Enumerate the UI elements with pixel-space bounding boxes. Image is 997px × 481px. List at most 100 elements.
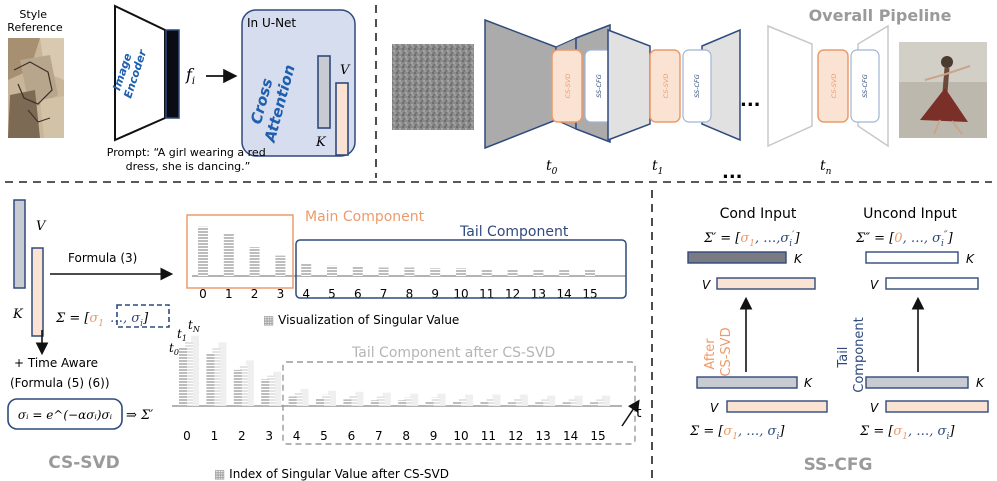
chart1-tick-8: 8 (406, 287, 414, 301)
tail-component-box (295, 239, 627, 299)
chart2-bar-t1-1 (212, 348, 221, 406)
chart1-bar-5 (327, 265, 337, 276)
chart2-bar-t0-0 (179, 347, 187, 406)
chart2-bar-tN-12 (519, 394, 528, 406)
tn-label: tn (820, 158, 832, 177)
cond-k-bottom-label: K (804, 376, 813, 390)
tail-component-label: Tail Component (459, 224, 569, 240)
chart2-tick-5: 5 (320, 429, 328, 443)
cond-sigma: Σ′ = [σ1, …,σi′] (703, 230, 800, 249)
cs-tail-dashed-box (116, 304, 170, 328)
noise-image (392, 44, 474, 130)
uncond-v-top (885, 277, 979, 290)
chart2-bar-t0-13 (535, 402, 544, 406)
uncond-v-bottom-label: V (870, 401, 879, 415)
cs-v-label: V (36, 219, 47, 234)
chart2-tick-13: 13 (536, 429, 551, 443)
chart1-tick-10: 10 (453, 287, 468, 301)
chart2-bar-tN-6 (355, 391, 364, 406)
chart2-bar-t0-5 (316, 398, 324, 406)
uncond-sigma: Σ″ = [0, …, σi″] (855, 230, 954, 249)
chart1-bar-1 (223, 233, 234, 276)
cs-k-vector (13, 199, 26, 289)
chart2-bar-tN-0 (191, 335, 199, 406)
time-arrow (621, 399, 640, 427)
uncond-k-bottom (865, 376, 969, 389)
chart2-bar-t1-11 (486, 398, 495, 406)
unet-step-1: CS-SVD SS-CFG (484, 18, 614, 150)
k-vector (317, 55, 331, 129)
image-encoder: Image Encoder (110, 4, 166, 142)
chart1-tick-0: 0 (199, 287, 207, 301)
formula3-label: Formula (3) (68, 251, 137, 265)
chart2-bar-t1-6 (349, 395, 358, 406)
v-label: V (340, 63, 351, 78)
chart1-tick-4: 4 (302, 287, 310, 301)
chart2-bar-tN-2 (245, 360, 254, 406)
chart2-tick-8: 8 (402, 429, 410, 443)
chart2-bar-t1-8 (404, 397, 413, 406)
cond-k-top (687, 251, 787, 264)
k-label: K (315, 135, 327, 150)
cs-sigma-equation: Σ = [σ1…, σi] (55, 311, 149, 329)
chart1-tick-11: 11 (479, 287, 494, 301)
uncond-input-title: Uncond Input (863, 206, 957, 222)
chart1-tick-5: 5 (328, 287, 336, 301)
chart2-bar-t1-4 (294, 392, 303, 406)
chart1-bar-13 (533, 270, 544, 276)
ss-cfg-label-n: SS-CFG (861, 74, 869, 98)
cs-svd-label-2: CS-SVD (662, 74, 670, 99)
cs-k-label: K (12, 307, 24, 322)
chart1-bar-8 (404, 267, 415, 276)
main-component-label: Main Component (305, 209, 425, 225)
chart1-bar-9 (430, 268, 441, 276)
uncond-k-top-label: K (966, 252, 975, 266)
feature-label: fi (185, 65, 195, 87)
chart1-bar-7 (378, 267, 389, 276)
unet-title: In U-Net (247, 16, 296, 30)
chart2-bar-t0-15 (590, 402, 598, 406)
chart2-bar-t0-7 (370, 400, 379, 406)
uncond-k-bottom-label: K (976, 376, 985, 390)
chart2-tick-9: 9 (430, 429, 438, 443)
chart1-tick-13: 13 (531, 287, 546, 301)
chart2-tick-15: 15 (590, 429, 605, 443)
chart2-bar-t1-3 (267, 375, 276, 406)
cond-bottom-sigma: Σ = [σ1, …, σi] (689, 424, 785, 442)
chart2-bar-tN-3 (273, 371, 282, 406)
tN-chart-label: tN (188, 318, 201, 334)
ss-cfg-title: SS-CFG (804, 455, 873, 475)
chart2-bar-t0-14 (562, 402, 571, 406)
feature-vector (165, 29, 180, 119)
chart1-tick-3: 3 (277, 287, 285, 301)
cs-v-vector (31, 247, 44, 337)
chart1-tick-6: 6 (354, 287, 362, 301)
main-component-box (186, 214, 294, 289)
chart2-bar-tN-14 (574, 395, 583, 406)
cs-svd-title: CS-SVD (48, 453, 120, 473)
chart2-bar-t0-6 (343, 399, 352, 406)
formula-box-text: σᵢ = e^(−ασᵢ)σᵢ (18, 408, 113, 422)
chart1-tick-9: 9 (431, 287, 439, 301)
chart2-bar-t1-9 (431, 397, 440, 406)
chart1-bar-3 (275, 255, 286, 276)
pipeline-title: Overall Pipeline (809, 6, 952, 25)
formula-box (7, 398, 123, 430)
chart2-bar-t1-10 (459, 398, 467, 406)
chart2-tick-7: 7 (375, 429, 383, 443)
chart2-tick-14: 14 (563, 429, 578, 443)
chart2-tick-12: 12 (508, 429, 523, 443)
chart2-bar-t1-5 (322, 394, 330, 406)
cs-svd-block-1 (551, 49, 583, 123)
chart2-bar-t1-2 (239, 365, 248, 406)
cond-k-bottom (696, 376, 798, 389)
pipeline-ellipsis: ... (740, 90, 761, 111)
chart2-tick-6: 6 (348, 429, 356, 443)
chart2-tick-1: 1 (211, 429, 219, 443)
chart1-bar-15 (585, 270, 595, 276)
cond-k-top-label: K (794, 252, 803, 266)
